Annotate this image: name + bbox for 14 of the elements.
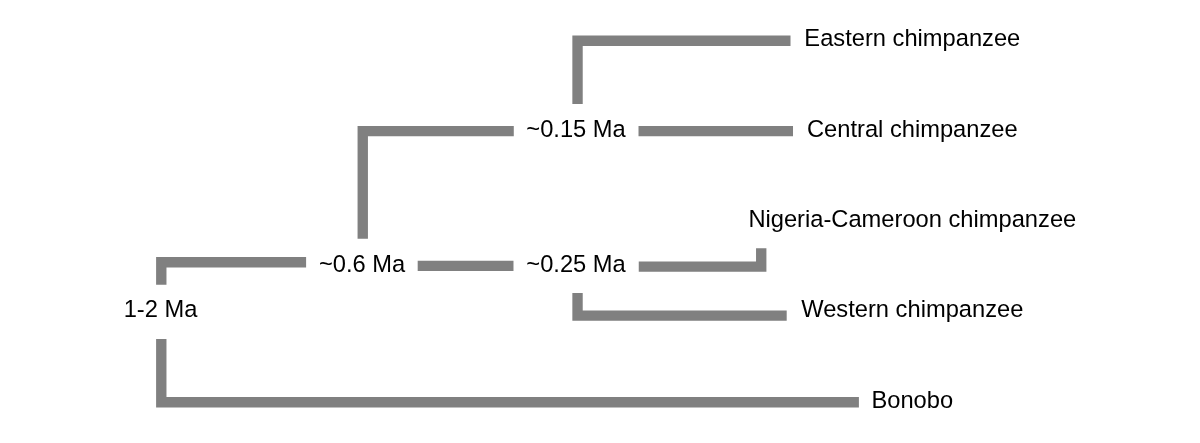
node-text: Central chimpanzee	[806, 115, 1018, 142]
connector	[155, 338, 859, 408]
node-text: Western chimpanzee	[800, 296, 1023, 323]
connector	[417, 260, 513, 272]
node-text: Bonobo	[870, 386, 953, 413]
node-text: ~0.15 Ma	[525, 115, 626, 142]
node-text: Eastern chimpanzee	[803, 25, 1020, 52]
connector	[638, 125, 793, 137]
node-text: ~0.6 Ma	[318, 250, 405, 277]
connector	[571, 35, 790, 105]
node-text: 1-2 Ma	[123, 296, 197, 323]
connector	[357, 125, 514, 239]
node-text: ~0.25 Ma	[525, 250, 626, 277]
node-text: Nigeria-Cameroon chimpanzee	[747, 206, 1076, 233]
